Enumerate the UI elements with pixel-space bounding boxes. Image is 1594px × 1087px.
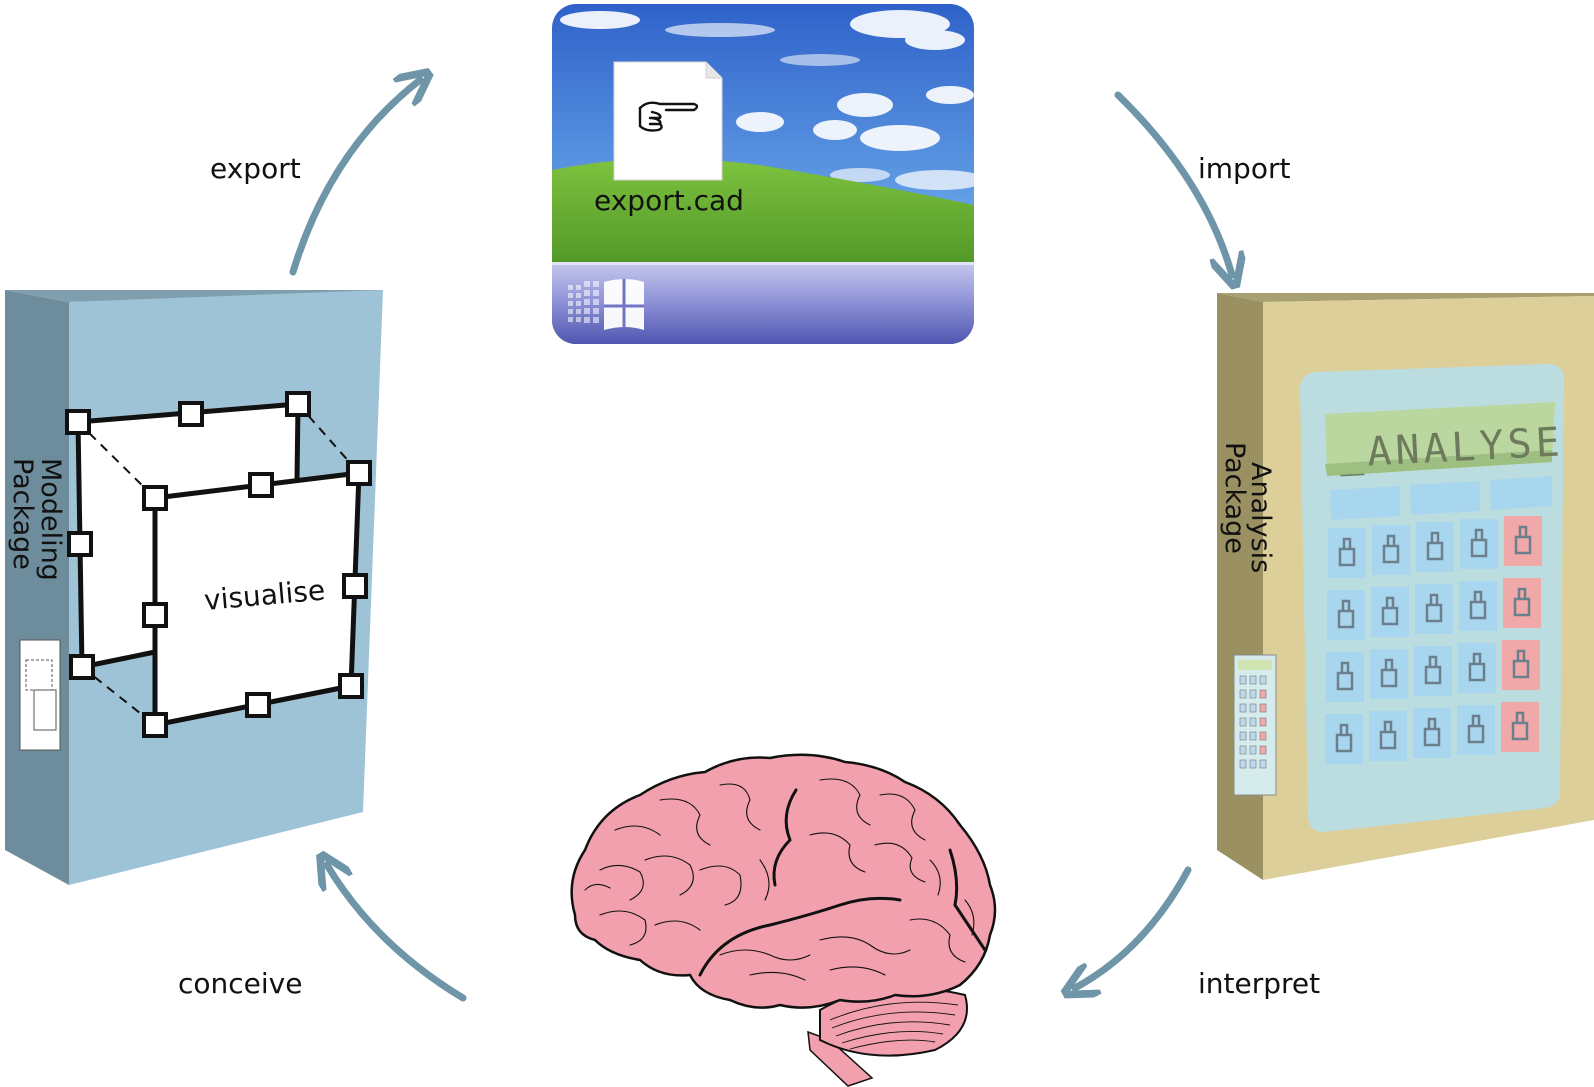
- calculator-key: [1502, 640, 1540, 690]
- calculator-key: [1326, 652, 1364, 702]
- calculator-key: [1457, 705, 1495, 755]
- interpret-arrow: [1075, 866, 1192, 988]
- brain-icon: [570, 753, 997, 1087]
- pointing-hand-icon: [638, 101, 699, 132]
- calculator-key: [1371, 587, 1409, 637]
- export-label: export: [210, 152, 301, 185]
- modeling-side-sticker: [19, 639, 61, 751]
- calculator-key: [1372, 525, 1410, 575]
- calculator-icon: _ANALYSE: [1300, 364, 1565, 832]
- calculator-key: [1503, 578, 1541, 628]
- calculator-key: [1415, 584, 1453, 634]
- conceive-label: conceive: [178, 967, 302, 1000]
- analysis-title-line2: Package: [1219, 442, 1250, 554]
- calculator-key: [1504, 516, 1542, 566]
- calculator-key: [1414, 646, 1452, 696]
- calculator-key: [1458, 643, 1496, 693]
- calculator-key: [1369, 711, 1407, 761]
- windows-logo-icon: [568, 279, 644, 330]
- analysis-title-line1: Analysis: [1245, 462, 1276, 573]
- analysis-side-sticker: [1233, 654, 1277, 796]
- file-label: export.cad: [594, 184, 744, 217]
- interpret-label: interpret: [1198, 967, 1320, 1000]
- modeling-box-top: [5, 290, 383, 302]
- conceive-arrow: [327, 865, 467, 1002]
- cerebrum: [570, 753, 997, 1009]
- calculator-key: [1328, 528, 1366, 578]
- calculator-key: [1325, 714, 1363, 764]
- calculator-key: [1416, 522, 1454, 572]
- calculator-key: [1459, 581, 1497, 631]
- file-icon[interactable]: [613, 61, 723, 181]
- modeling-box-side: [5, 290, 69, 885]
- modeling-title-line2: Package: [7, 458, 38, 570]
- import-arrow: [1114, 91, 1232, 275]
- analysis-box-top: [1217, 293, 1594, 302]
- desktop-window: export.cad: [552, 4, 974, 344]
- calculator-key: [1370, 649, 1408, 699]
- modeling-title-line1: Modeling: [35, 458, 66, 581]
- calculator-key: [1501, 702, 1539, 752]
- calculator-key: [1460, 519, 1498, 569]
- export-arrow: [289, 80, 420, 276]
- modeling-package-box: Modeling Package: [5, 290, 383, 885]
- calculator-key: [1413, 708, 1451, 758]
- wireframe-cube: [65, 391, 372, 738]
- analysis-package-box: Analysis Package _ANALYSE: [1217, 293, 1594, 880]
- calculator-key: [1327, 590, 1365, 640]
- import-label: import: [1198, 152, 1290, 185]
- clouds: [560, 10, 974, 190]
- cycle-arrows: [289, 80, 1232, 1002]
